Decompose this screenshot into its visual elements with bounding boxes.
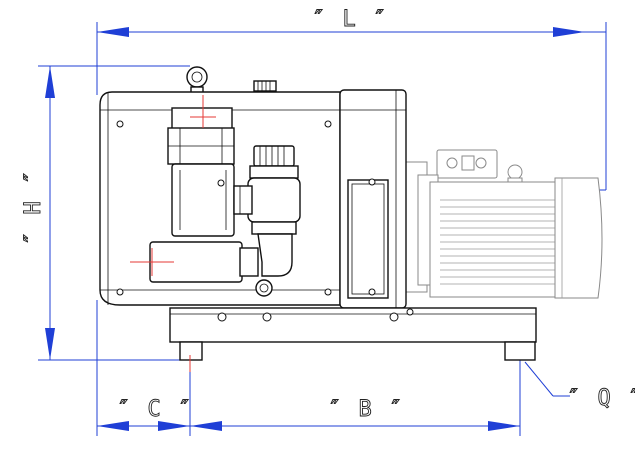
base-frame (169, 307, 537, 361)
drain-plug (255, 279, 273, 297)
motor-fins (440, 199, 555, 285)
foot-right (504, 341, 536, 361)
top-knob (253, 80, 277, 92)
dimension-b: ″ B ″ (190, 360, 521, 436)
filter-unit (167, 95, 235, 237)
fan-cover-icon (554, 177, 603, 299)
dimension-c: ″ C ″ (96, 300, 193, 436)
dimension-length: ″ L ″ (96, 7, 607, 191)
foot-left (179, 341, 203, 361)
coupling-housing (339, 89, 407, 309)
dimension-height: ″ H ″ (21, 65, 190, 361)
dimension-q: ″ Q ″ (524, 361, 635, 411)
c-label: ″ C ″ (117, 397, 193, 422)
q-label: ″ Q ″ (567, 386, 635, 411)
pump-housing (99, 66, 341, 306)
eye-bolt-icon (186, 66, 208, 88)
motor-eye-bolt-icon (507, 164, 523, 180)
length-label: ″ L ″ (312, 7, 388, 32)
electric-motor (404, 149, 603, 299)
silencer-cylinder (130, 241, 259, 283)
height-label: ″ H ″ (21, 169, 46, 245)
b-label: ″ B ″ (328, 397, 404, 422)
valve-fitting (233, 145, 301, 277)
